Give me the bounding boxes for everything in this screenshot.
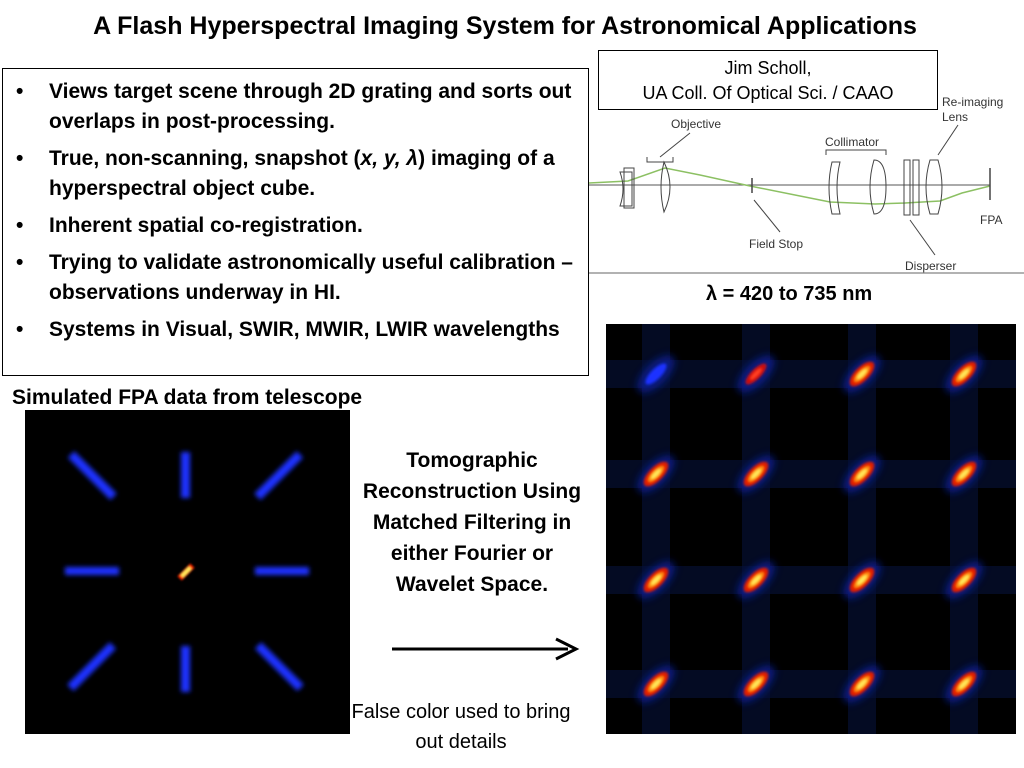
reconstruction-cell (637, 561, 675, 599)
cell-hot (750, 678, 762, 690)
spectral-streak (254, 451, 304, 501)
cell-hot (856, 468, 868, 480)
bullet-text-pre: True, non-scanning, snapshot ( (49, 147, 361, 170)
bullet-text: Views target scene through 2D grating an… (49, 80, 572, 133)
bullet-dot: • (16, 80, 24, 103)
reconstruction-cell (637, 665, 675, 703)
reimaging-label-line1: Re-imaging (942, 95, 1003, 109)
simulated-fpa-caption: Simulated FPA data from telescope (12, 386, 363, 409)
collimator-bracket (825, 149, 887, 155)
reconstruction-cell (945, 455, 983, 493)
objective-label: Objective (671, 117, 721, 131)
spectral-streak (67, 451, 117, 501)
collimator-lens-element (869, 159, 887, 215)
disperser-element (903, 159, 911, 216)
cell-core (645, 363, 667, 385)
objective-lens-element (623, 167, 635, 209)
disperser-label: Disperser (905, 259, 956, 273)
reconstruction-cell (737, 561, 775, 599)
light-ray-path (589, 167, 991, 205)
bullet-item: • Inherent spatial co-registration. (3, 211, 588, 241)
false-color-note: False color used to bring out details (351, 701, 571, 753)
bullet-box: • Views target scene through 2D grating a… (2, 68, 589, 376)
slide-title: A Flash Hyperspectral Imaging System for… (93, 12, 917, 40)
spectral-streak (181, 452, 190, 498)
cell-hot (958, 678, 970, 690)
cell-hot (958, 468, 970, 480)
author-name: Jim Scholl, (724, 58, 812, 78)
author-affiliation: UA Coll. Of Optical Sci. / CAAO (642, 83, 894, 103)
collimator-label: Collimator (825, 135, 879, 149)
reconstruction-cell (945, 665, 983, 703)
spectral-streak (255, 567, 309, 575)
bullet-dot: • (16, 147, 24, 170)
disperser-leader (909, 219, 936, 256)
cell-hot (750, 468, 762, 480)
fpa-label: FPA (980, 213, 1002, 227)
reconstruction-cell (843, 561, 881, 599)
collimator-lens-element (828, 161, 841, 215)
spectral-streak (181, 646, 190, 692)
reconstruction-cell (737, 455, 775, 493)
field-stop-leader (753, 199, 781, 233)
bullet-item: • Views target scene through 2D grating a… (3, 77, 588, 137)
cell-hot (958, 368, 970, 380)
bullet-item: • True, non-scanning, snapshot (x, y, λ) … (3, 144, 588, 204)
cell-hot (650, 574, 662, 586)
bullet-dot: • (16, 214, 24, 237)
reimaging-leader (937, 124, 959, 156)
bullet-item: • Systems in Visual, SWIR, MWIR, LWIR wav… (3, 315, 588, 345)
objective-bracket (646, 157, 674, 163)
bullet-text-vars: x, y, λ (360, 147, 419, 170)
reconstruction-cell (843, 355, 881, 393)
reconstruction-cell (945, 355, 983, 393)
reconstruction-cell (843, 665, 881, 703)
cell-hot (856, 678, 868, 690)
disperser-element (912, 159, 920, 216)
reimaging-lens-element (925, 159, 943, 215)
cell-hot (856, 574, 868, 586)
reimaging-label-line2: Lens (942, 110, 968, 124)
bullet-text-post: ) imaging of a hyperspectral object cube… (49, 147, 555, 200)
simulated-fpa-image (25, 410, 350, 734)
bullet-text: Inherent spatial co-registration. (49, 214, 363, 237)
reconstruction-cell (945, 561, 983, 599)
optical-layout-diagram: Objective Field Stop Collimator Disperse… (589, 95, 1024, 274)
reconstruction-cell (637, 455, 675, 493)
cell-hot (958, 574, 970, 586)
cell-hot (750, 574, 762, 586)
spectral-streaks (65, 451, 309, 692)
author-box: Jim Scholl, UA Coll. Of Optical Sci. / C… (598, 50, 938, 110)
objective-lens-group (619, 160, 671, 214)
bullet-text: Trying to validate astronomically useful… (49, 251, 573, 304)
zero-order-spot (177, 563, 195, 581)
reconstruction-cell (737, 665, 775, 703)
reconstructed-image-grid (606, 324, 1016, 734)
reconstruction-cell (737, 355, 775, 393)
bullet-item: • Trying to validate astronomically usefu… (3, 248, 588, 308)
zero-order-hot (180, 566, 192, 578)
objective-leader (659, 132, 691, 158)
cell-hot (856, 368, 868, 380)
bullet-dot: • (16, 251, 24, 274)
objective-lens-element (660, 160, 671, 214)
collimator-lens-group (828, 159, 887, 215)
spectral-streak (65, 567, 119, 575)
cell-hot (650, 678, 662, 690)
bullet-list: • Views target scene through 2D grating a… (3, 69, 588, 345)
spectral-streak (67, 642, 117, 692)
bullet-dot: • (16, 318, 24, 341)
arrow-right-icon (392, 637, 580, 661)
wavelength-range: λ = 420 to 735 nm (706, 283, 873, 305)
reconstruction-caption: Tomographic Reconstruction Using Matched… (362, 449, 582, 596)
bullet-text: Systems in Visual, SWIR, MWIR, LWIR wave… (49, 318, 560, 341)
cell-hot (650, 468, 662, 480)
objective-lens-element (619, 171, 633, 207)
reconstruction-cell (843, 455, 881, 493)
spectral-streak (254, 642, 304, 692)
cell-hot (750, 368, 762, 380)
reconstruction-cells (606, 324, 1016, 734)
field-stop-label: Field Stop (749, 237, 803, 251)
reconstruction-cell (637, 355, 675, 393)
